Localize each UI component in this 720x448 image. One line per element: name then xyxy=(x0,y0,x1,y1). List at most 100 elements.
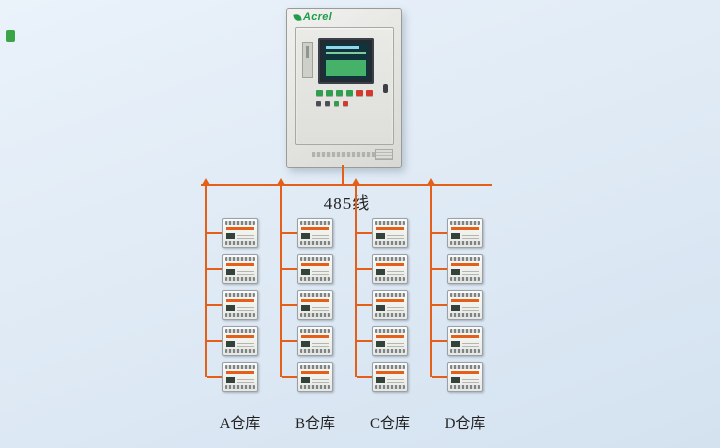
device-row xyxy=(282,362,333,392)
arrow-up-icon xyxy=(202,178,210,185)
meter-stripe xyxy=(451,299,479,303)
meter-label-lines xyxy=(462,340,479,347)
meter-stripe xyxy=(376,263,404,267)
device-row xyxy=(357,254,408,284)
meter-label-lines xyxy=(387,268,404,275)
terminal-strip-bottom xyxy=(450,276,480,281)
warehouse-label-d: D仓库 xyxy=(444,416,486,432)
meter-stripe xyxy=(301,299,329,303)
terminal-strip-bottom xyxy=(225,312,255,317)
terminal-strip-top xyxy=(300,293,330,297)
din-rail-meter xyxy=(222,254,258,284)
terminal-strip-top xyxy=(375,221,405,225)
branch-wire-b xyxy=(280,185,282,377)
terminal-strip-bottom xyxy=(375,276,405,281)
terminal-strip-bottom xyxy=(300,384,330,389)
meter-label-lines xyxy=(237,376,254,383)
terminal-strip-top xyxy=(225,221,255,225)
meter-label-lines xyxy=(237,304,254,311)
meter-stripe xyxy=(451,335,479,339)
cabinet-drop-wire xyxy=(342,165,344,184)
din-rail-meter xyxy=(447,218,483,248)
terminal-strip-bottom xyxy=(300,348,330,353)
terminal-strip-top xyxy=(375,329,405,333)
warehouse-label-c: C仓库 xyxy=(369,416,410,432)
terminal-strip-bottom xyxy=(225,348,255,353)
din-rail-meter xyxy=(372,254,408,284)
warehouse-label-a: A仓库 xyxy=(219,416,261,432)
device-row xyxy=(432,326,483,356)
device-row xyxy=(357,218,408,248)
device-row xyxy=(432,218,483,248)
nameplate xyxy=(312,152,376,157)
meter-lcd xyxy=(376,304,385,311)
wire-stub xyxy=(207,304,222,306)
meter-stripe xyxy=(301,263,329,267)
meter-label-lines xyxy=(387,376,404,383)
bus-line-485 xyxy=(201,184,492,186)
terminal-strip-bottom xyxy=(375,240,405,245)
meter-label-lines xyxy=(312,376,329,383)
terminal-strip-top xyxy=(225,329,255,333)
control-cabinet: Acrel xyxy=(286,8,402,168)
wire-stub xyxy=(282,376,297,378)
device-row xyxy=(207,218,258,248)
terminal-strip-top xyxy=(450,329,480,333)
meter-stripe xyxy=(226,335,254,339)
wire-stub xyxy=(282,340,297,342)
terminal-strip-bottom xyxy=(375,348,405,353)
terminal-strip-bottom xyxy=(225,240,255,245)
arrow-up-icon xyxy=(352,178,360,185)
meter-label-lines xyxy=(462,304,479,311)
terminal-strip-top xyxy=(375,293,405,297)
terminal-strip-top xyxy=(300,329,330,333)
wire-stub xyxy=(282,304,297,306)
terminal-strip-bottom xyxy=(450,348,480,353)
meter-label-lines xyxy=(387,232,404,239)
meter-label-lines xyxy=(387,340,404,347)
meter-stripe xyxy=(451,371,479,375)
meter-stripe xyxy=(226,227,254,231)
wire-stub xyxy=(207,232,222,234)
wire-stub xyxy=(432,340,447,342)
branch-wire-c xyxy=(355,185,357,377)
device-column-d xyxy=(432,218,483,392)
indicator-slot xyxy=(302,42,313,78)
terminal-strip-top xyxy=(225,293,255,297)
device-column-a xyxy=(207,218,258,392)
device-row xyxy=(207,362,258,392)
wire-stub xyxy=(282,268,297,270)
meter-lcd xyxy=(451,268,460,275)
din-rail-meter xyxy=(447,254,483,284)
terminal-strip-bottom xyxy=(375,312,405,317)
din-rail-meter xyxy=(447,362,483,392)
meter-lcd xyxy=(301,268,310,275)
meter-stripe xyxy=(451,263,479,267)
terminal-strip-bottom xyxy=(300,240,330,245)
meter-label-lines xyxy=(237,232,254,239)
meter-label-lines xyxy=(462,232,479,239)
din-rail-meter xyxy=(297,290,333,320)
device-row xyxy=(207,326,258,356)
wire-stub xyxy=(357,340,372,342)
device-row xyxy=(282,254,333,284)
wire-stub xyxy=(357,268,372,270)
device-row xyxy=(357,326,408,356)
din-rail-meter xyxy=(222,326,258,356)
meter-lcd xyxy=(451,376,460,383)
terminal-strip-top xyxy=(300,365,330,369)
door-lock xyxy=(383,84,388,93)
cabinet-header: Acrel xyxy=(287,9,401,25)
terminal-strip-bottom xyxy=(300,276,330,281)
meter-lcd xyxy=(301,340,310,347)
meter-lcd xyxy=(376,232,385,239)
din-rail-meter xyxy=(372,362,408,392)
cabinet-door xyxy=(295,27,394,145)
branch-wire-a xyxy=(205,185,207,377)
device-row xyxy=(207,290,258,320)
meter-lcd xyxy=(301,232,310,239)
meter-lcd xyxy=(451,304,460,311)
din-rail-meter xyxy=(297,218,333,248)
din-rail-meter xyxy=(222,362,258,392)
terminal-strip-top xyxy=(450,257,480,261)
